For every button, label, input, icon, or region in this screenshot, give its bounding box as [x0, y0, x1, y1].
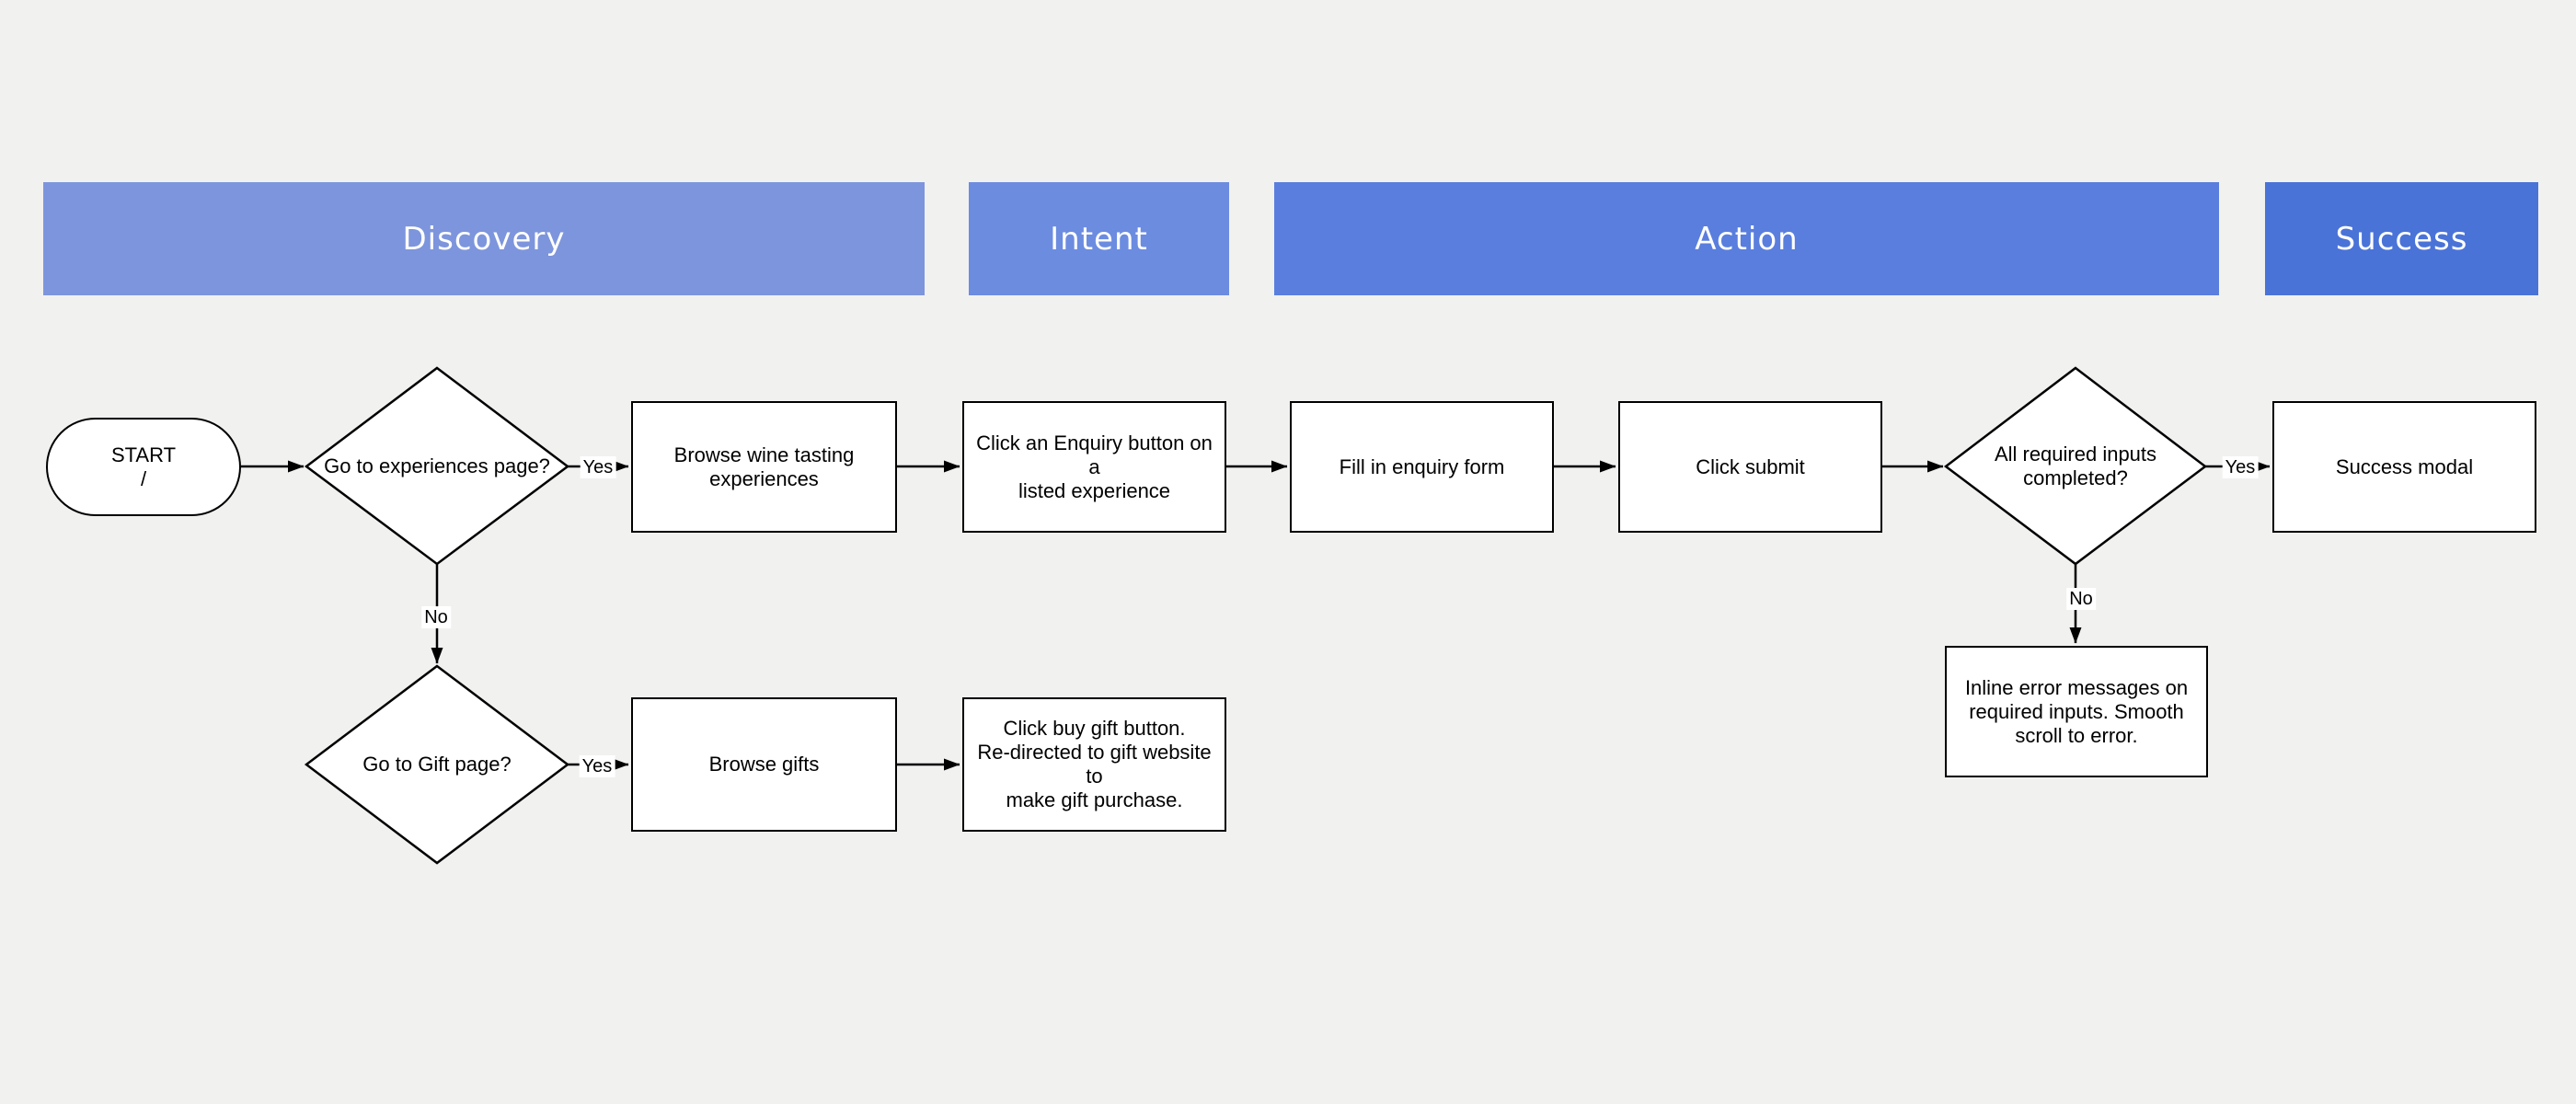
process-browse-experiences-label: Browse wine tasting experiences	[673, 443, 855, 490]
decision-diamond-go-experiences	[304, 366, 570, 566]
phase-band-action: Action	[1274, 182, 2219, 295]
process-inline-errors-label: Inline error messages on required inputs…	[1964, 675, 2189, 747]
process-success-modal-node: Success modal	[2272, 401, 2536, 533]
edge-label-no-experiences: No	[421, 606, 451, 628]
edge-label-yes-inputs-completed: Yes	[2222, 456, 2259, 478]
process-buy-gift-label: Click buy gift button. Re-directed to gi…	[977, 717, 1212, 811]
phase-band-success: Success	[2265, 182, 2538, 295]
process-click-enquiry-label: Click an Enquiry button on a listed expe…	[976, 431, 1213, 502]
process-fill-form-node: Fill in enquiry form	[1290, 401, 1554, 533]
edge-label-yes-gift: Yes	[579, 755, 615, 777]
phase-title-action: Action	[1695, 220, 1799, 258]
process-success-modal-label: Success modal	[2335, 454, 2474, 478]
process-inline-errors-node: Inline error messages on required inputs…	[1945, 646, 2208, 777]
phase-title-discovery: Discovery	[402, 220, 566, 258]
start-terminator-node: START /	[46, 418, 241, 516]
process-browse-gifts-label: Browse gifts	[708, 753, 820, 776]
process-browse-experiences-node: Browse wine tasting experiences	[631, 401, 897, 533]
edge-label-no-inputs-completed: No	[2066, 588, 2096, 610]
edge-label-yes-experiences: Yes	[580, 456, 616, 478]
process-click-submit-node: Click submit	[1618, 401, 1882, 533]
process-click-enquiry-node: Click an Enquiry button on a listed expe…	[962, 401, 1226, 533]
decision-diamond-inputs-completed	[1943, 366, 2208, 566]
start-terminator-label: START /	[110, 443, 177, 490]
process-fill-form-label: Fill in enquiry form	[1339, 454, 1505, 478]
process-buy-gift-node: Click buy gift button. Re-directed to gi…	[962, 697, 1226, 832]
decision-diamond-go-gift	[304, 664, 570, 865]
phase-band-intent: Intent	[969, 182, 1229, 295]
phase-title-intent: Intent	[1050, 220, 1148, 258]
phase-title-success: Success	[2335, 220, 2468, 258]
process-browse-gifts-node: Browse gifts	[631, 697, 897, 832]
phase-band-discovery: Discovery	[43, 182, 925, 295]
process-click-submit-label: Click submit	[1696, 454, 1805, 478]
